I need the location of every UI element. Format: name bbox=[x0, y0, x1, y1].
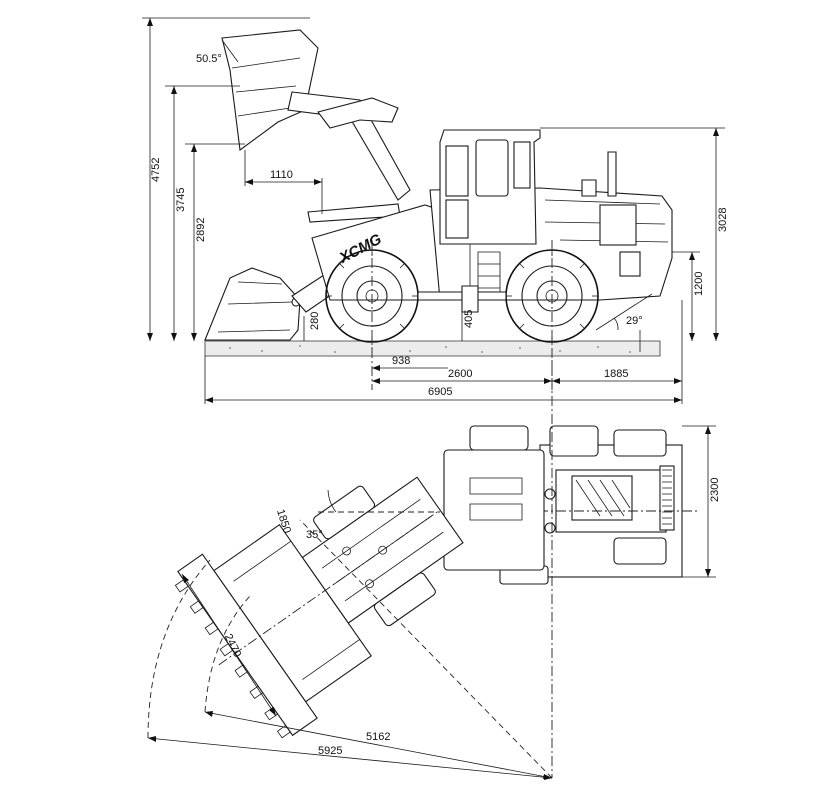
left-vertical-dims: 4752 3745 2892 280 bbox=[142, 17, 321, 341]
dim-height-max: 4752 bbox=[150, 158, 162, 182]
ground-speckles bbox=[229, 345, 631, 353]
axle-centerlines bbox=[371, 240, 553, 390]
dim-wheelbase: 2600 bbox=[448, 368, 472, 380]
engine-hood-panel bbox=[599, 204, 637, 246]
width-dim: 2300 bbox=[682, 425, 721, 578]
exhaust-pipe bbox=[607, 151, 617, 197]
dim-dig-depth: 280 bbox=[309, 312, 321, 330]
dump-angle-ref bbox=[221, 39, 239, 63]
dim-dump-clearance: 2892 bbox=[195, 218, 207, 242]
inner-turn-arc bbox=[204, 595, 251, 713]
dim-front-overhang: 938 bbox=[392, 355, 410, 367]
air-intake bbox=[581, 179, 597, 197]
rear-tire-right bbox=[613, 537, 667, 565]
lowered-bucket bbox=[204, 267, 301, 341]
cab-roof bbox=[443, 449, 545, 571]
raised-linkage bbox=[317, 97, 399, 129]
radiator-hatch bbox=[575, 479, 631, 517]
dim-rear-axle-height: 1200 bbox=[693, 272, 705, 296]
cab-window-front bbox=[475, 139, 509, 197]
dim-dump-angle: 50.5° bbox=[196, 53, 222, 65]
top-view: 2300 35° 1850 2470 5162 5925 bbox=[147, 360, 721, 780]
departure-angle-line bbox=[595, 293, 653, 331]
rear-frame-top bbox=[469, 425, 700, 585]
center-hinge bbox=[461, 285, 479, 313]
horizontal-dims: 938 2600 1885 6905 bbox=[204, 300, 683, 404]
dim-height-pin: 3745 bbox=[175, 188, 187, 212]
hinge-pin-lower bbox=[544, 522, 556, 534]
right-vertical-dims: 3028 1200 29° bbox=[540, 127, 729, 352]
front-centerline bbox=[218, 509, 441, 666]
front-frame-turned bbox=[174, 476, 464, 739]
turn-radius-ray bbox=[299, 519, 553, 779]
rear-tire-left bbox=[613, 429, 667, 457]
front-tire-left-top bbox=[469, 425, 529, 451]
dim-width: 2300 bbox=[709, 478, 721, 502]
dim-dump-reach: 1110 bbox=[270, 169, 293, 181]
dim-articulation-angle: 35° bbox=[306, 529, 323, 541]
cab-window-side bbox=[445, 145, 469, 197]
cab-step-left bbox=[549, 425, 599, 457]
dim-turn-radius-outer: 5925 bbox=[318, 745, 342, 757]
dump-reach-dim: 1110 bbox=[244, 150, 323, 214]
dim-rear-overhang: 1885 bbox=[604, 368, 628, 380]
raised-bucket bbox=[221, 29, 319, 151]
front-tire-upper bbox=[313, 485, 376, 540]
cab-window-rear bbox=[513, 141, 531, 189]
side-view: XCMG bbox=[142, 17, 729, 404]
dim-turn-radius-inner: 5162 bbox=[366, 731, 390, 743]
rear-light bbox=[619, 251, 641, 277]
articulation-arc bbox=[327, 489, 337, 513]
outer-turn-arc bbox=[147, 559, 211, 739]
ground-hatch bbox=[204, 340, 661, 357]
turning-radius-dims: 5162 5925 bbox=[147, 360, 553, 780]
front-tire-lower bbox=[373, 572, 436, 627]
hinge-pin-upper bbox=[544, 488, 556, 500]
dim-cab-height: 3028 bbox=[717, 208, 729, 232]
dim-departure-angle: 29° bbox=[626, 315, 643, 327]
dim-ground-clearance: 405 bbox=[463, 310, 475, 328]
cab-door bbox=[445, 199, 469, 239]
ground-clearance-dim: 405 bbox=[461, 310, 475, 341]
dim-overall-length: 6905 bbox=[428, 386, 452, 398]
